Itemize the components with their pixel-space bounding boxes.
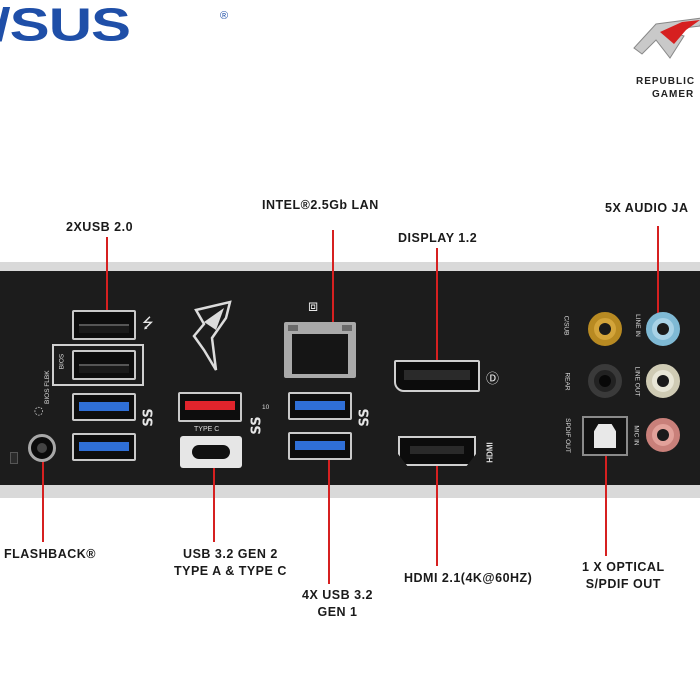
callout-display: [436, 248, 438, 380]
superspeed-icon: SS: [141, 408, 157, 427]
line-out-label: LINE OUT: [633, 366, 641, 397]
asus-logo: /SUS: [0, 0, 131, 51]
optical-spdif-shutter: [594, 424, 616, 448]
label-usb20: 2XUSB 2.0: [66, 220, 134, 234]
line-in-label: LINE IN: [633, 314, 641, 337]
label-optical: 1 X OPTICAL S/PDIF OUT: [582, 559, 665, 593]
usb32-blue-port-4: [288, 432, 352, 460]
rog-logo: [626, 14, 700, 74]
callout-optical: [605, 450, 607, 556]
label-usb32-gen2-line2: TYPE A & TYPE C: [174, 564, 287, 578]
lan-port-socket: [292, 334, 348, 374]
usb32-blue-port-2: [72, 433, 136, 461]
rog-line-1: REPUBLIC: [636, 76, 696, 87]
rog-eye-icon: [633, 17, 700, 59]
usb32-blue-port-1: [72, 393, 136, 421]
audio-jack-line-in-hole: [657, 323, 669, 335]
callout-audio: [657, 226, 659, 320]
callout-lan: [332, 230, 334, 348]
callout-usb20: [106, 237, 108, 334]
callout-hdmi: [436, 462, 438, 566]
label-usb32-gen1: 4X USB 3.2 GEN 1: [302, 587, 373, 621]
superspeed-10-icon: SS: [249, 416, 265, 435]
audio-jack-line-out-hole: [657, 375, 669, 387]
audio-jack-csub-hole: [599, 323, 611, 335]
label-usb32-gen1-line2: GEN 1: [317, 605, 358, 619]
label-lan: INTEL®2.5Gb LAN: [262, 198, 379, 212]
rog-eye-icon: [192, 300, 232, 371]
label-usb32-gen2-line1: USB 3.2 GEN 2: [183, 547, 278, 561]
label-usb32-gen2: USB 3.2 GEN 2 TYPE A & TYPE C: [174, 546, 287, 580]
spdif-out-label: SPDIF OUT: [563, 418, 571, 453]
type-c-label: TYPE C: [194, 426, 220, 433]
registered-mark: ®: [220, 10, 229, 22]
panel-rog-logo: [190, 300, 236, 379]
lan-led-left: [288, 325, 298, 331]
callout-usb32-gen1: [328, 452, 330, 584]
usb-trident-icon: ⭍: [142, 316, 154, 332]
type-c-slot: [192, 445, 230, 459]
label-optical-line2: S/PDIF OUT: [585, 577, 661, 591]
audio-jack-rear-hole: [599, 375, 611, 387]
csub-label: C/SUB: [562, 315, 570, 336]
usb20-port-bios: [72, 350, 136, 380]
bios-flashback-button-core: [37, 443, 47, 453]
power-cycle-icon: ◌: [34, 404, 44, 417]
ss10-label: 10: [262, 404, 270, 411]
superspeed-icon-2: SS: [357, 408, 373, 427]
mic-in-label: MIC IN: [632, 425, 640, 446]
lan-led-right: [342, 325, 352, 331]
usb32-blue-port-3: [288, 392, 352, 420]
label-display: DISPLAY 1.2: [398, 231, 478, 245]
label-hdmi: HDMI 2.1(4K@60HZ): [404, 571, 533, 585]
audio-jack-mic-in-hole: [657, 429, 669, 441]
displayport-icon: Ⓓ: [486, 372, 500, 387]
callout-flashback: [42, 452, 44, 542]
rog-line-2: GAMER: [652, 89, 695, 100]
callout-usb32-gen2: [213, 462, 215, 542]
network-icon: ⧈: [308, 296, 319, 315]
usb20-port-top: [72, 310, 136, 340]
usb20-bios-bracket: [52, 344, 144, 386]
rear-label: REAR: [563, 372, 571, 391]
label-flashback: FLASHBACK®: [4, 547, 96, 561]
label-optical-line1: 1 X OPTICAL: [582, 560, 665, 574]
led-indicator: [10, 452, 18, 464]
displayport-pins: [404, 370, 470, 380]
usb32-gen2-type-a-port: [178, 392, 242, 422]
hdmi-pins: [410, 446, 464, 454]
hdmi-panel-label: HDMI: [485, 442, 495, 463]
bios-flbk-label: BIOS FLBK: [44, 370, 51, 404]
label-usb32-gen1-line1: 4X USB 3.2: [302, 588, 374, 602]
label-audio: 5X AUDIO JA: [605, 201, 689, 215]
bios-port-label: BIOS: [58, 353, 66, 370]
